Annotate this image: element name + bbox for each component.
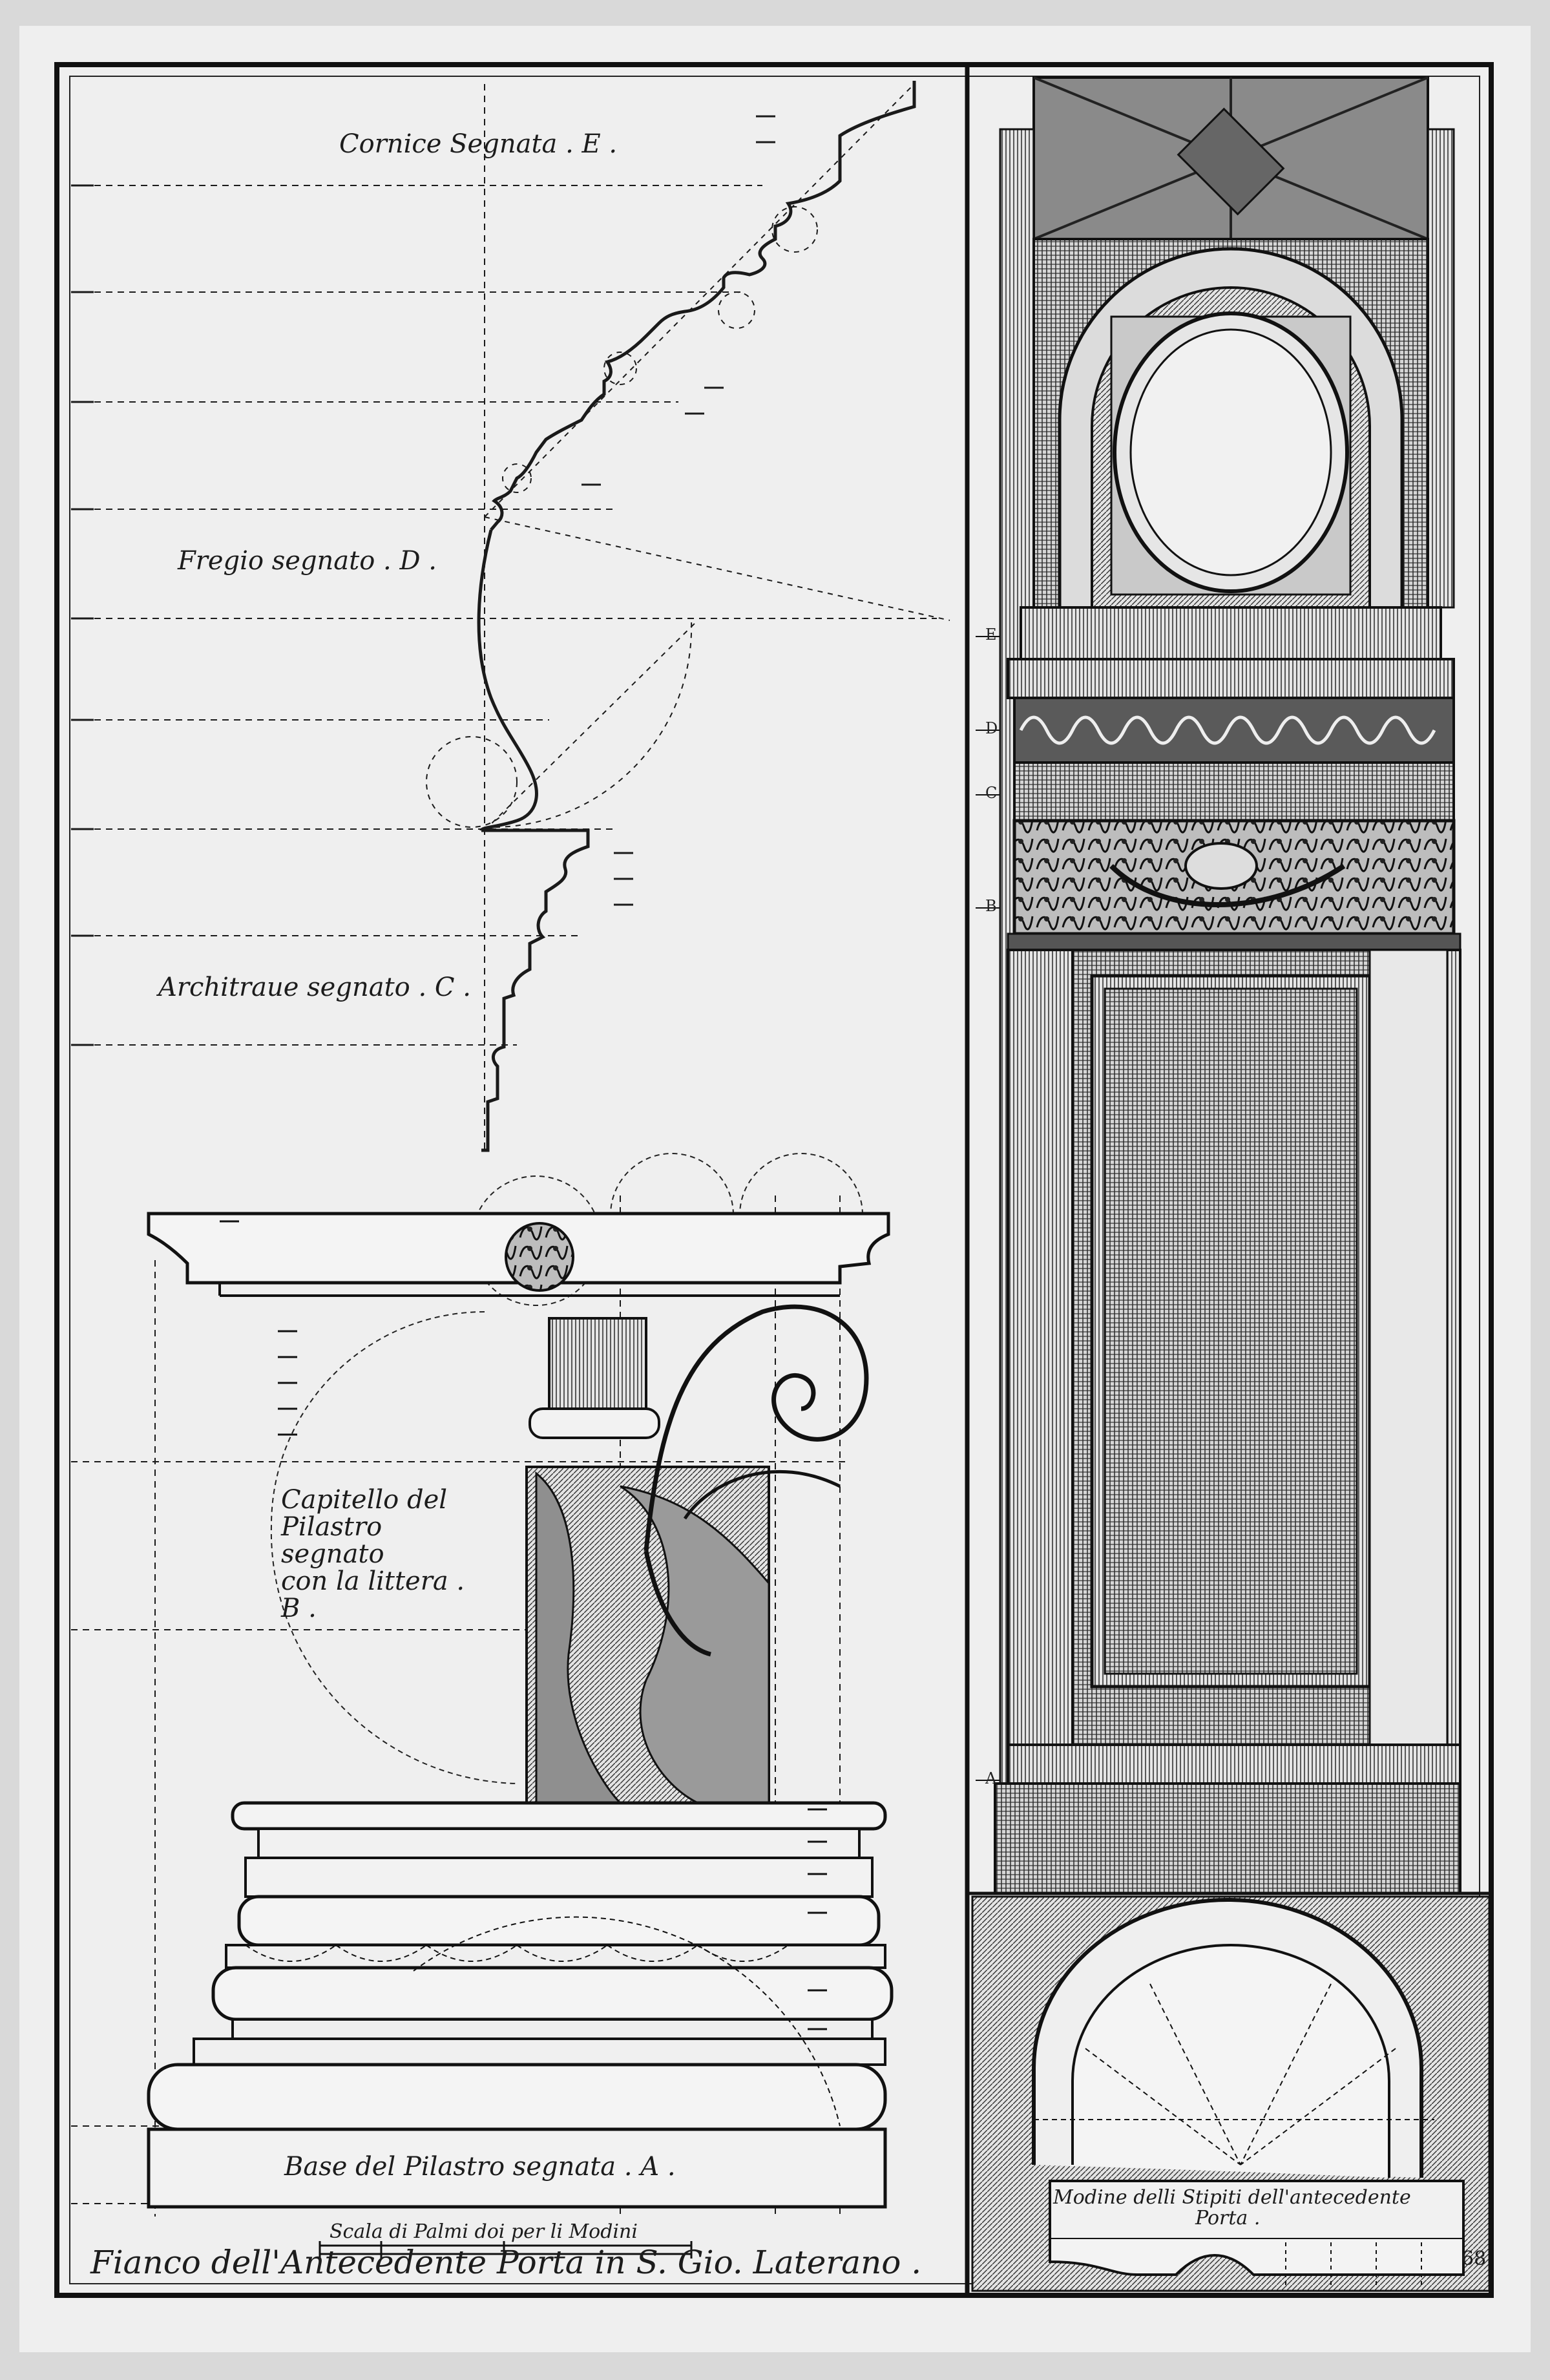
architraue-label: Architraue segnato . C . [158, 973, 471, 1002]
capital-label: Capitello del Pilastro segnato con la li… [281, 1486, 488, 1622]
elevation-letter-c: C [985, 784, 998, 802]
elevation-letter-e: E [985, 626, 997, 644]
capital-label-line-2: Pilastro segnato [281, 1512, 384, 1569]
capital-label-line-3: con la littera . B . [281, 1566, 465, 1623]
capital-label-line-1: Capitello del [281, 1485, 448, 1515]
fregio-label: Fregio segnato . D . [178, 546, 437, 576]
elevation-letter-b: B [985, 897, 997, 915]
modine-label: Modine delli Stipiti dell'antecedente Po… [1053, 2187, 1460, 2228]
page-number: 68 [1461, 2248, 1487, 2270]
plate-title: Fianco dell'Antecedente Porta in S. Gio.… [90, 2244, 922, 2281]
modine-label-line-1: Modine delli Stipiti dell'antecedente [1053, 2186, 1411, 2209]
modine-label-line-2: Porta . [1195, 2206, 1261, 2229]
elevation-letter-d: D [985, 719, 998, 737]
scale-label: Scala di Palmi doi per li Modini [330, 2220, 638, 2243]
elevation-letter-a: A [985, 1769, 997, 1787]
cornice-label: Cornice Segnata . E . [339, 129, 618, 159]
base-label: Base del Pilastro segnata . A . [284, 2152, 676, 2182]
